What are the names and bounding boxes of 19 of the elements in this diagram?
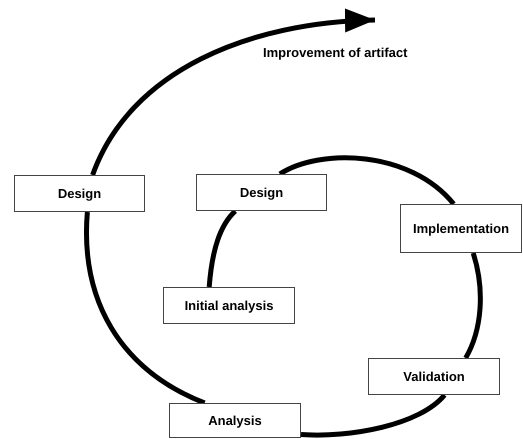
connector-line xyxy=(206,209,238,288)
arrow xyxy=(90,9,376,176)
process-box xyxy=(163,287,295,324)
process-box xyxy=(400,204,522,253)
box-label: Implementation xyxy=(412,221,510,236)
arrow-caption: Improvement of artifact xyxy=(263,45,408,60)
process-box xyxy=(14,175,145,212)
process-box xyxy=(368,358,500,395)
box-label: Design xyxy=(240,185,284,200)
process-box xyxy=(196,174,327,211)
box-label: Design xyxy=(58,186,102,201)
box-label: Analysis xyxy=(208,413,262,428)
box-label: Validation xyxy=(403,369,465,384)
box-label: Initial analysis xyxy=(184,298,274,313)
connector-line xyxy=(278,155,456,206)
process-box xyxy=(169,403,301,438)
connector-line xyxy=(300,393,446,438)
connector-line xyxy=(463,252,483,360)
connector-line xyxy=(84,212,206,406)
